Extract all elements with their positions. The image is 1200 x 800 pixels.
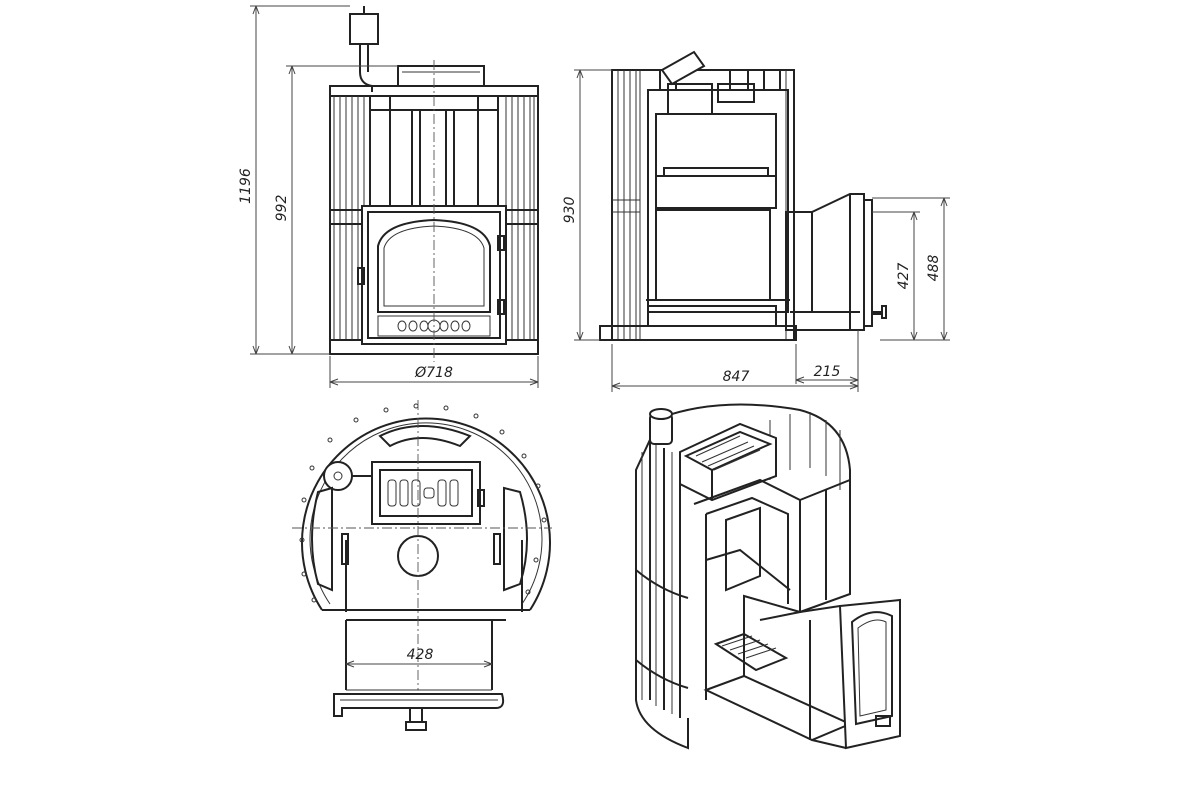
outer-shell (301, 417, 551, 611)
water-tank (349, 13, 379, 45)
ash-pan (333, 693, 505, 717)
grate-iso (713, 632, 789, 672)
water-tank-side (660, 50, 706, 86)
dim-total-depth: 847 (723, 369, 750, 385)
dim-side-height: 930 (562, 197, 578, 224)
dim-body-height: 992 (274, 195, 290, 222)
top-view: 428 (292, 400, 552, 731)
shell-outer-left (635, 410, 689, 750)
fire-tunnel (785, 193, 865, 331)
dim-total-height: 1196 (238, 168, 254, 204)
dim-tunnel-width: 428 (407, 647, 434, 663)
side-view: 930 847 215 427 488 (562, 50, 950, 392)
dim-diameter: Ø718 (414, 365, 453, 381)
stone-grill (371, 461, 481, 525)
door-glass (377, 218, 491, 313)
dim-door-height: 427 (896, 263, 912, 290)
front-view: 1196 992 Ø718 (238, 5, 539, 388)
cutaway-view (635, 403, 901, 750)
dim-tunnel-length: 215 (814, 364, 841, 380)
dim-tunnel-height: 488 (926, 255, 942, 282)
tank-top (323, 461, 353, 491)
